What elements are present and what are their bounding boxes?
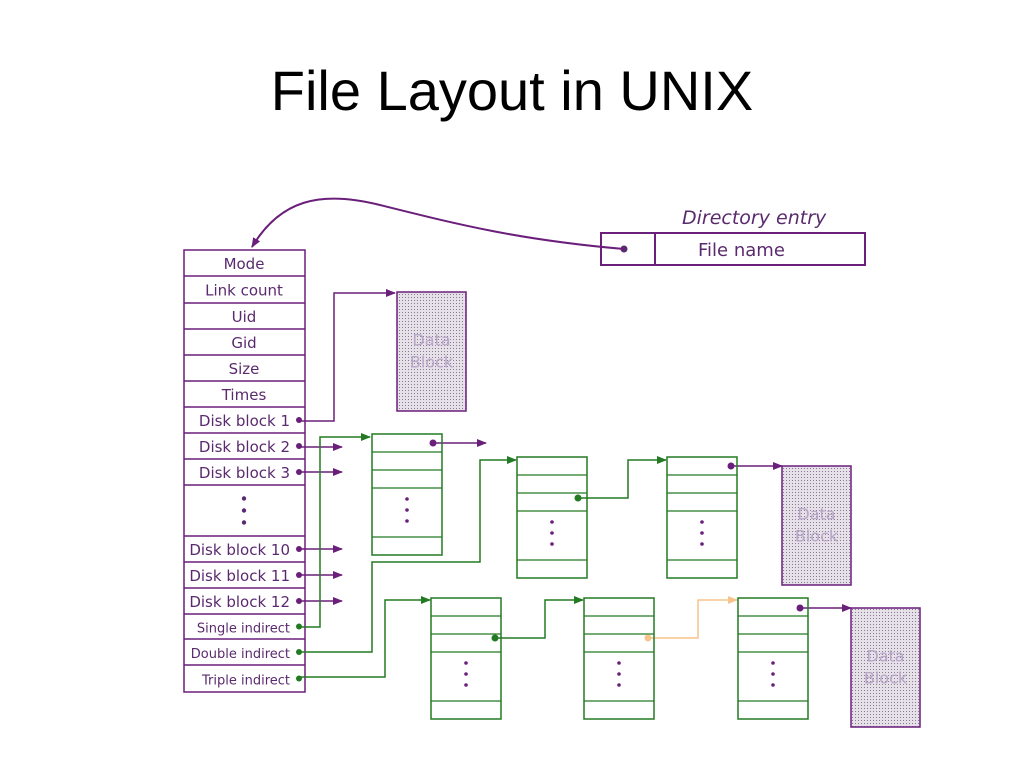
inode-field-uid: Uid (232, 308, 257, 326)
inode-field-disk-block-12: Disk block 12 (189, 593, 290, 611)
indirect-block (666, 456, 738, 579)
inode-ellipsis-dot (241, 496, 247, 501)
ellipsis-dot (700, 531, 704, 535)
ellipsis-dot (771, 672, 775, 676)
ellipsis-dot (700, 542, 704, 546)
directory-entry-caption: Directory entry (682, 207, 827, 229)
ellipsis-dot (550, 542, 554, 546)
ellipsis-dot (617, 683, 621, 687)
ellipsis-dot (550, 520, 554, 524)
data-block-label: Data (412, 331, 450, 350)
directory-to-inode-arrow (251, 197, 625, 250)
inode-field-triple-indirect: Triple indirect (201, 674, 290, 689)
indirect-block (516, 456, 588, 579)
inode-field-mode: Mode (224, 255, 265, 273)
indirect-block (430, 597, 502, 720)
indirect-block (737, 597, 809, 720)
inode-field-disk-block-3: Disk block 3 (199, 464, 290, 482)
slide-title: File Layout in UNIX (270, 59, 754, 122)
data-block-label: Block (410, 353, 454, 372)
pointer-dots (429, 439, 804, 642)
inode-field-single-indirect: Single indirect (197, 622, 290, 637)
ellipsis-dot (464, 672, 468, 676)
ellipsis-dot (405, 519, 409, 523)
data-block-label: Block (864, 669, 908, 688)
data-block-label: Data (866, 647, 904, 666)
ellipsis-dot (617, 661, 621, 665)
ellipsis-dot (617, 672, 621, 676)
inode-field-disk-block-2: Disk block 2 (199, 438, 290, 456)
ellipsis-dot (550, 531, 554, 535)
direct-pointer-disk-block-1 (299, 289, 396, 422)
inode-field-times: Times (221, 386, 267, 404)
triple-indirect-pointer (299, 596, 852, 678)
ellipsis-dot (464, 661, 468, 665)
data-block-label: Data (797, 505, 835, 524)
inode-pointer-dot (296, 443, 302, 449)
ellipsis-dot (771, 683, 775, 687)
inode-field-gid: Gid (231, 334, 256, 352)
ellipsis-dot (771, 661, 775, 665)
directory-entry-file-name: File name (698, 240, 785, 261)
data-block-label: Block (795, 527, 839, 546)
indirect-block (583, 597, 655, 720)
inode-pointer-dot (296, 417, 302, 423)
inode-ellipsis-dot (241, 520, 247, 525)
inode-field-link-count: Link count (205, 282, 283, 300)
inode-field-size: Size (229, 360, 260, 378)
directory-entry: Directory entry File name (251, 197, 866, 266)
ellipsis-dot (405, 497, 409, 501)
ellipsis-dot (464, 683, 468, 687)
inode-field-disk-block-10: Disk block 10 (189, 541, 290, 559)
inode-field-disk-block-11: Disk block 11 (189, 567, 290, 585)
ellipsis-dot (700, 520, 704, 524)
ellipsis-dot (405, 508, 409, 512)
indirect-block (371, 433, 443, 556)
double-indirect-pointer (299, 456, 783, 653)
indirect-blocks (371, 433, 809, 720)
inode-ellipsis-dot (241, 508, 247, 513)
inode-field-disk-block-1: Disk block 1 (199, 412, 290, 430)
directory-entry-box (600, 232, 866, 266)
inode-field-double-indirect: Double indirect (191, 647, 290, 662)
